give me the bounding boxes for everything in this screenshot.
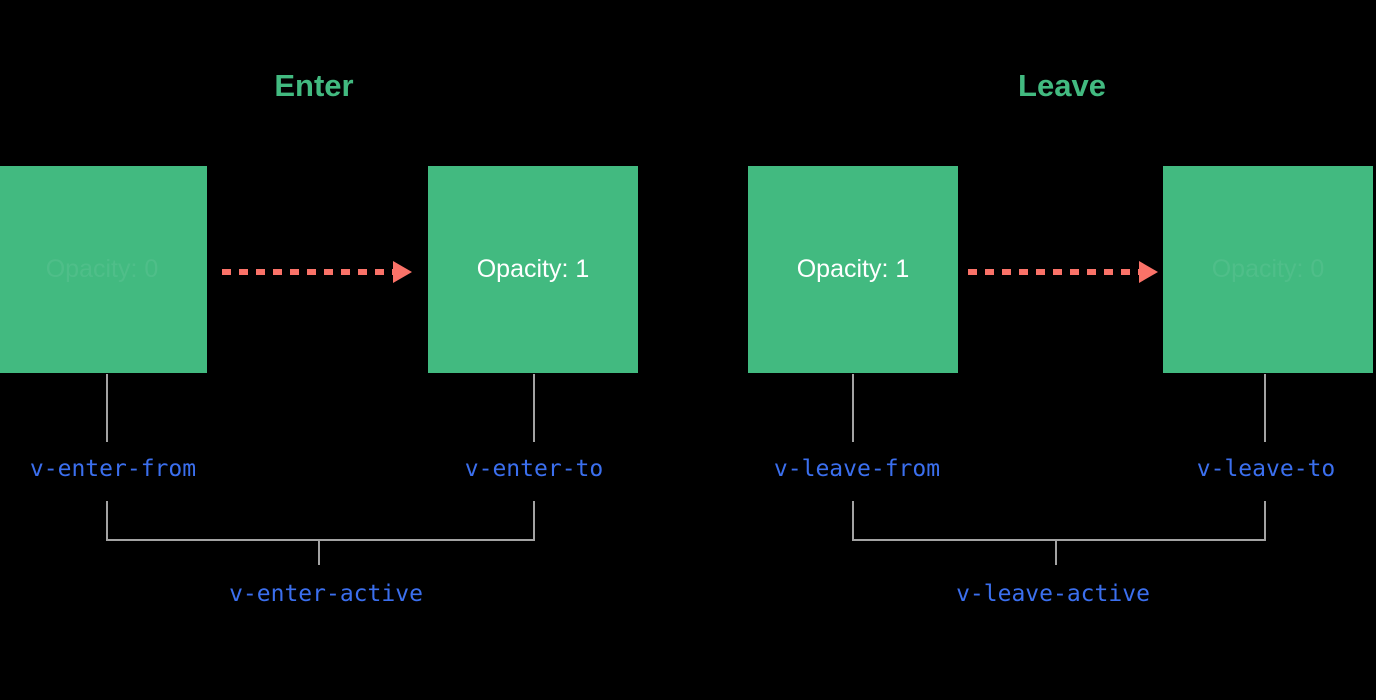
label-v-leave-active: v-leave-active [956, 581, 1150, 607]
label-v-enter-to: v-enter-to [464, 456, 604, 482]
tick-v-enter-from [106, 374, 108, 442]
bracket-leave-stem [1055, 540, 1057, 565]
bracket-enter-base [106, 539, 535, 541]
state-box-leave-to: Opacity: 0 [1163, 166, 1373, 373]
bracket-leave-left-arm [852, 501, 854, 541]
bracket-enter-stem [318, 540, 320, 565]
label-v-enter-from: v-enter-from [29, 456, 197, 482]
enter-arrow [222, 261, 412, 283]
tick-v-leave-to [1264, 374, 1266, 442]
state-box-leave-to-label: Opacity: 0 [1211, 255, 1325, 283]
bracket-enter-left-arm [106, 501, 108, 541]
bracket-leave-right-arm [1264, 501, 1266, 541]
leave-arrow-head-icon [1139, 261, 1158, 283]
label-v-leave-from: v-leave-from [773, 456, 941, 482]
label-v-enter-active: v-enter-active [229, 581, 423, 607]
state-box-enter-to-label: Opacity: 1 [476, 255, 590, 283]
enter-arrow-head-icon [393, 261, 412, 283]
leave-arrow [968, 261, 1158, 283]
label-v-leave-to: v-leave-to [1196, 456, 1336, 482]
section-title-enter: Enter [274, 68, 354, 103]
state-box-leave-from-label: Opacity: 1 [796, 255, 910, 283]
state-box-enter-from: Opacity: 0 [0, 166, 207, 373]
leave-arrow-shaft [968, 269, 1140, 275]
enter-arrow-shaft [222, 269, 394, 275]
state-box-enter-to: Opacity: 1 [428, 166, 638, 373]
bracket-enter-right-arm [533, 501, 535, 541]
tick-v-leave-from [852, 374, 854, 442]
state-box-enter-from-label: Opacity: 0 [45, 255, 159, 283]
state-box-leave-from: Opacity: 1 [748, 166, 958, 373]
tick-v-enter-to [533, 374, 535, 442]
section-title-leave: Leave [1018, 68, 1106, 103]
bracket-leave-base [852, 539, 1266, 541]
